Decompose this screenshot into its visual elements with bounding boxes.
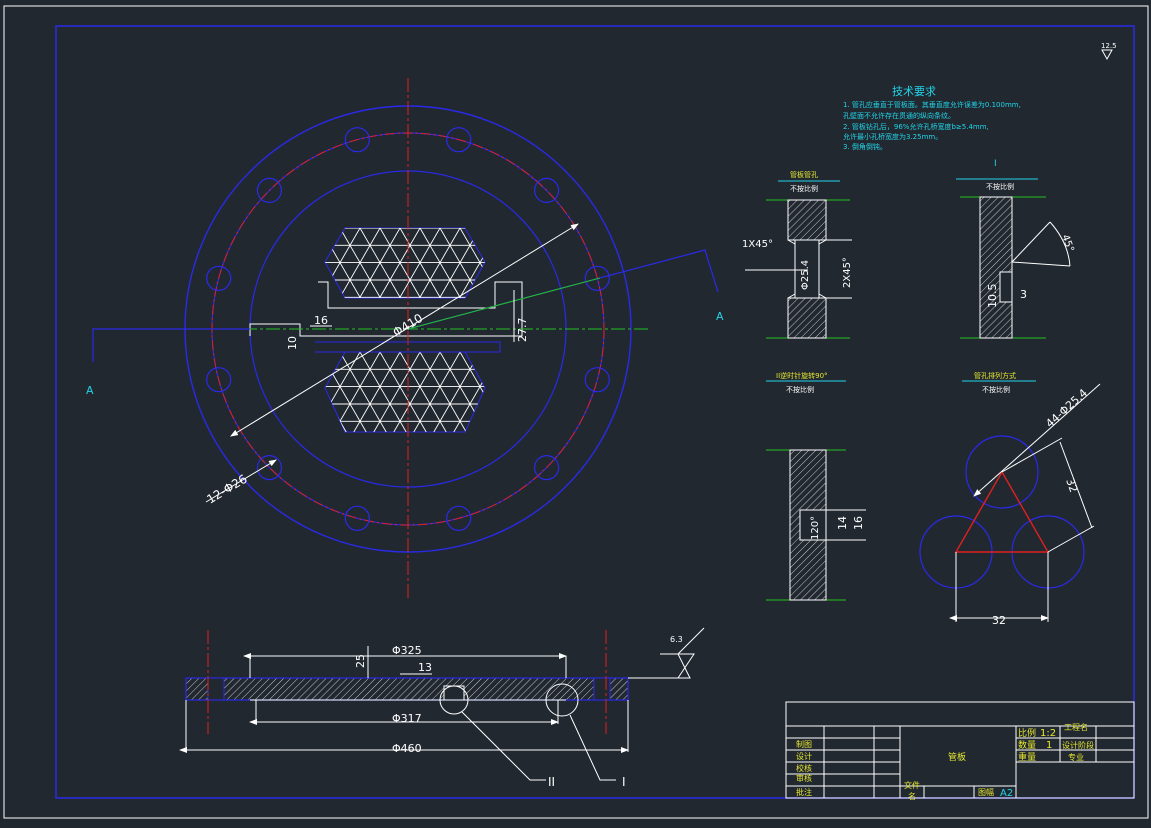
- tb-project-label: 工程名: [1064, 722, 1088, 732]
- detail-II-title: II逆时针旋转90°: [776, 371, 828, 380]
- dim-25: 25: [354, 654, 367, 668]
- main-plan-view: A A Φ410 12-Φ26 16 10 27.7: [86, 78, 724, 600]
- bolt-hole: [344, 505, 370, 531]
- dim-16: 16: [314, 314, 328, 327]
- tech-line-2: 孔壁面不允许存在贯通的纵向条纹。: [843, 111, 955, 120]
- tb-review: 审核: [796, 773, 812, 783]
- detail-I-label: I: [994, 159, 997, 169]
- tb-drawing-name: 管板: [948, 751, 966, 763]
- tb-check: 校核: [796, 763, 812, 773]
- detail-II: II逆时针旋转90° 不按比例 120° 14 16: [766, 371, 866, 601]
- tb-design-stage: 设计阶段: [1062, 740, 1094, 750]
- tb-specialty: 专业: [1068, 752, 1084, 762]
- bolt-holes: [206, 127, 610, 531]
- detail-tube-hole-scale: 不按比例: [790, 184, 818, 193]
- tech-line-5: 3. 倒角倒钝。: [843, 142, 887, 151]
- detail-I-scale: 不按比例: [986, 182, 1014, 191]
- section-label-right: A: [716, 310, 724, 323]
- dim-chamfer-1x45: 1X45°: [742, 239, 773, 250]
- detail-tube-hole: 管板管孔 不按比例 1X45° Φ25.4 2X45°: [742, 170, 853, 339]
- detail-layout-title: 管孔排列方式: [974, 371, 1016, 380]
- dim-layout-holes: 44-Φ25.4: [1043, 386, 1090, 430]
- tech-line-4: 允许最小孔桥宽度为3.25mm。: [843, 132, 942, 141]
- section-cut-line-left: [92, 328, 250, 362]
- dim-angle-45: 45°: [1059, 233, 1075, 253]
- tb-name-label: 名: [908, 791, 916, 801]
- bolt-hole: [584, 265, 610, 291]
- outer-border: [3, 5, 1149, 819]
- surface-finish-value: 6.3: [670, 635, 683, 644]
- bolt-hole: [584, 367, 610, 393]
- tb-scale-value: 1:2: [1040, 728, 1056, 739]
- dim-325: Φ325: [392, 644, 422, 657]
- tech-line-1: 1. 管孔应垂直于管板面。其垂直度允许误差为0.100mm,: [843, 100, 1021, 109]
- dim-tube-dia: Φ25.4: [800, 260, 811, 290]
- section-view: Φ325 25 13 Φ317 Φ460 II I 6.3: [179, 627, 705, 789]
- tb-sheet-label: 图幅: [978, 787, 994, 797]
- tb-design: 设计: [796, 751, 812, 761]
- tb-qty-label: 数量: [1018, 739, 1036, 751]
- technical-requirements: 技术要求 1. 管孔应垂直于管板面。其垂直度允许误差为0.100mm, 孔壁面不…: [843, 85, 1021, 151]
- dim-bolt-holes: 12-Φ26: [204, 472, 249, 507]
- inner-frame: [55, 25, 1135, 799]
- bolt-hole: [344, 127, 370, 153]
- dim-16-detail: 16: [852, 516, 865, 530]
- tube-layout-lower: [324, 351, 486, 433]
- tech-title: 技术要求: [892, 85, 936, 98]
- bolt-hole: [533, 177, 560, 203]
- dim-angle-120: 120°: [810, 516, 821, 540]
- dim-317: Φ317: [392, 712, 422, 725]
- bolt-hole: [256, 177, 282, 203]
- title-block: 制图 设计 校核 审核 批注 管板 比例 1:2 数量 1 重量 工程名 设计阶…: [785, 701, 1135, 801]
- tb-qty-value: 1: [1046, 740, 1052, 751]
- bolt-hole: [446, 505, 472, 531]
- detail-I: I 不按比例 45° 10.5 3: [956, 159, 1076, 339]
- tb-sheet-size: A2: [1000, 788, 1013, 799]
- tech-line-3: 2. 管板钻孔后，96%允许孔桥宽度b≥5.4mm,: [843, 122, 989, 131]
- tb-file-label: 文件: [904, 780, 920, 790]
- roughness-mark-icon: [1101, 49, 1113, 61]
- label-II: II: [548, 775, 555, 789]
- dim-pitch-bottom: 32: [992, 614, 1006, 627]
- roughness-mark-value: 12.5: [1101, 42, 1117, 50]
- detail-layout-scale: 不按比例: [982, 385, 1010, 394]
- tb-approve: 批注: [796, 787, 812, 797]
- dim-line-bolt: [205, 459, 277, 503]
- dim-10: 10: [286, 336, 299, 350]
- dim-line-410: [230, 223, 579, 437]
- tb-draw: 制图: [796, 739, 812, 749]
- dim-3: 3: [1020, 288, 1027, 301]
- label-I: I: [622, 775, 626, 789]
- detail-tube-hole-title: 管板管孔: [790, 170, 818, 179]
- dim-460: Φ460: [392, 742, 422, 755]
- tb-weight-label: 重量: [1018, 751, 1036, 763]
- bolt-hole: [446, 127, 472, 153]
- dim-27-7: 27.7: [516, 318, 529, 343]
- detail-tube-layout: 管孔排列方式 不按比例 32 32 44-Φ25.4: [919, 371, 1101, 627]
- detail-II-scale: 不按比例: [786, 385, 814, 394]
- bolt-hole: [256, 455, 282, 481]
- section-label-left: A: [86, 384, 94, 397]
- bolt-hole: [533, 455, 560, 481]
- tb-scale-label: 比例: [1018, 727, 1036, 739]
- dim-13: 13: [418, 661, 432, 674]
- dim-pitch-slanted: 32: [1063, 477, 1080, 495]
- dim-chamfer-2x45: 2X45°: [842, 257, 853, 288]
- dim-depth-10-5: 10.5: [986, 284, 999, 309]
- dim-14: 14: [836, 516, 849, 530]
- section-cut-line-green: [407, 277, 601, 330]
